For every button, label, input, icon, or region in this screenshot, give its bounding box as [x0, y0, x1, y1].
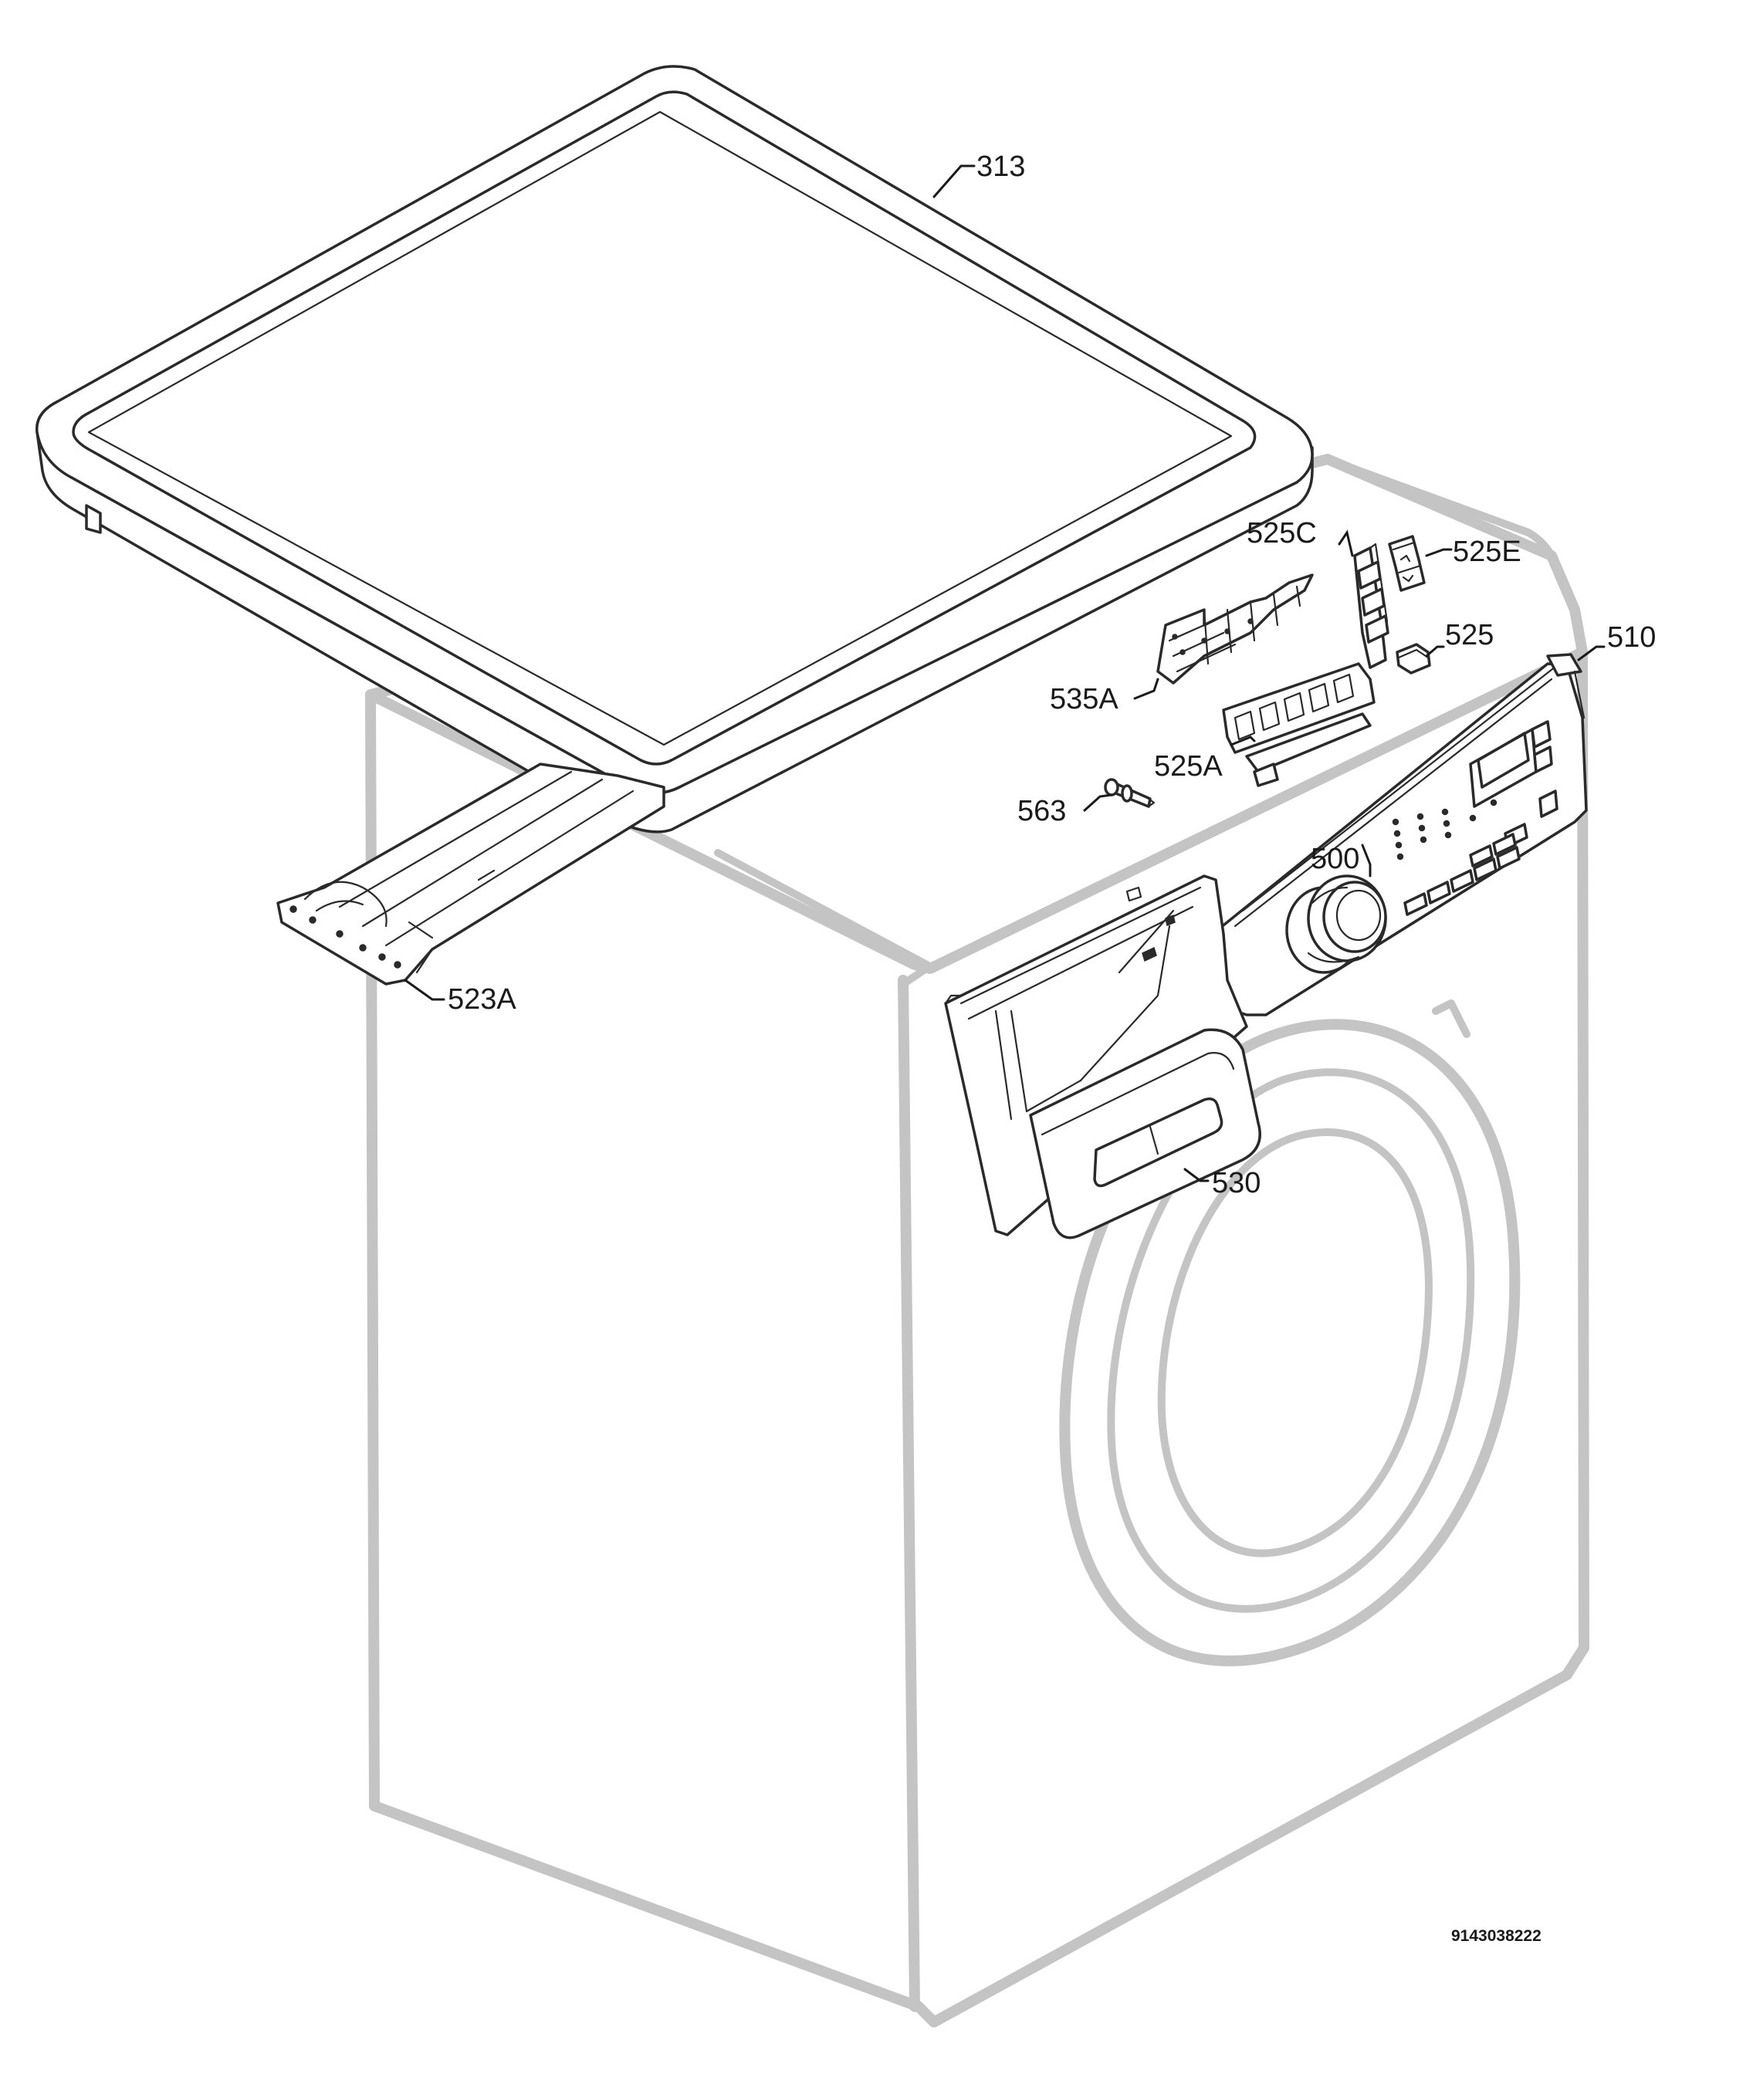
callout-500: 500 [1311, 843, 1359, 875]
button-strip-part-525A [1222, 662, 1376, 787]
button-part-525E [1388, 535, 1426, 592]
callout-523A: 523A [448, 983, 516, 1016]
light-guide-part-535A [1156, 573, 1314, 685]
callout-labels: 313 525C 525E 525 510 535A 525A 563 500 … [448, 150, 1656, 1945]
callout-535A: 535A [1050, 683, 1118, 715]
leader-lines [404, 164, 1606, 1182]
drawing-number: 9143038222 [1451, 1927, 1541, 1945]
callout-525C: 525C [1247, 517, 1317, 550]
button-part-525 [1396, 643, 1431, 675]
callout-525E: 525E [1453, 536, 1521, 568]
callout-563: 563 [1017, 795, 1066, 827]
callout-510: 510 [1607, 621, 1656, 654]
knob-part-500 [1285, 874, 1387, 974]
detergent-drawer-part-530 [944, 874, 1261, 1239]
rear-rail-part-523A [276, 763, 665, 986]
pin-part-563 [1104, 778, 1156, 808]
callout-525: 525 [1445, 619, 1494, 651]
callout-525A: 525A [1154, 750, 1223, 783]
callout-313: 313 [976, 150, 1025, 183]
top-lid-part-313 [36, 65, 1314, 834]
button-bracket-part-525C [1353, 543, 1389, 669]
callout-530: 530 [1212, 1167, 1261, 1199]
led-indicators [1392, 799, 1497, 861]
